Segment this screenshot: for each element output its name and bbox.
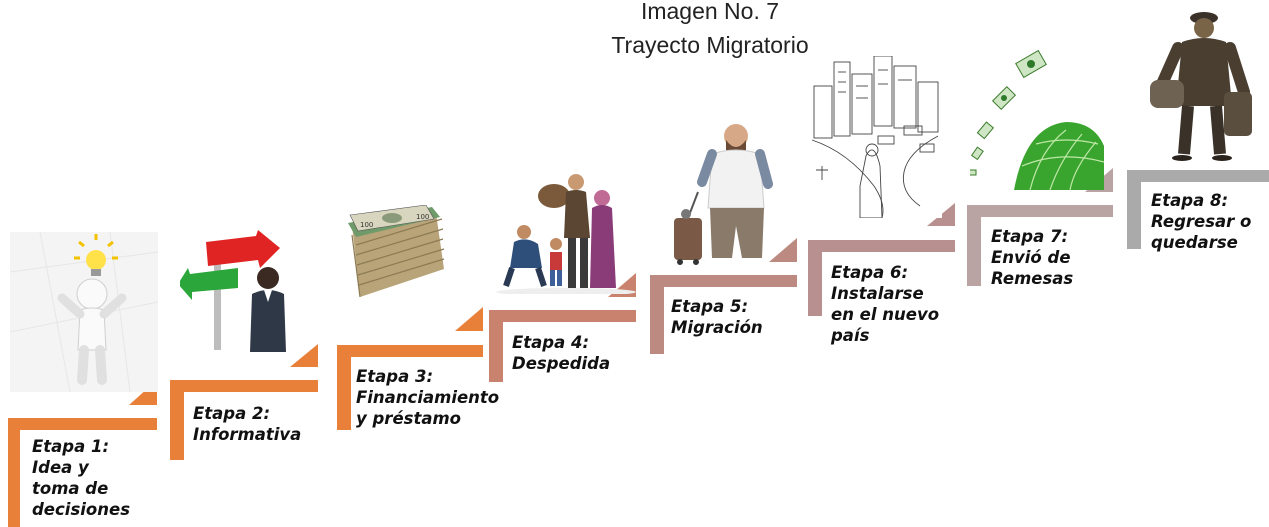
stage-2-title: Etapa 2: — [193, 404, 271, 423]
family-farewell-icon — [496, 174, 636, 294]
stair-2-bar — [170, 380, 318, 460]
stair-8-bar — [1127, 170, 1269, 249]
stage-3-title: Etapa 3: — [356, 367, 434, 386]
stage-2-label: Etapa 2: Informativa — [193, 403, 301, 445]
stage-3-text-line: Financiamiento — [356, 388, 500, 407]
stage-6-text-line: en el nuevo — [831, 305, 940, 324]
stage-4-title: Etapa 4: — [512, 333, 590, 352]
stair-6-bar — [808, 240, 955, 316]
stair-2-arrow — [290, 344, 318, 367]
stair-5-bar — [650, 275, 797, 354]
stair-3-arrow — [455, 307, 483, 331]
stage-5-label: Etapa 5: Migración — [671, 296, 763, 338]
stage-2-text-line: Informativa — [193, 425, 302, 444]
stair-5-arrow — [769, 238, 797, 262]
stage-1-label: Etapa 1: Idea y toma de decisiones — [32, 436, 130, 520]
stage-7-text-line: Remesas — [991, 269, 1074, 288]
stair-1-bar — [8, 418, 157, 527]
stair-step-5 — [650, 238, 797, 354]
stage-3-label: Etapa 3: Financiamiento y préstamo — [356, 366, 499, 429]
stair-3-bar — [337, 345, 483, 430]
stair-step-3 — [337, 307, 483, 430]
remittance-globe-icon — [970, 50, 1104, 190]
city-sketch-icon — [808, 56, 942, 218]
svg-text:100: 100 — [416, 213, 429, 221]
stage-8-title: Etapa 8: — [1151, 191, 1229, 210]
stage-5-text-line: Migración — [671, 318, 763, 337]
stage-1-text-line: Idea y — [32, 458, 89, 477]
stage-8-label: Etapa 8: Regresar o quedarse — [1151, 190, 1251, 253]
traveler-suitcase-icon — [674, 124, 773, 265]
stair-step-2 — [170, 344, 318, 460]
stair-4-bar — [489, 310, 636, 382]
stage-4-text-line: Despedida — [512, 354, 611, 373]
direction-sign-icon — [180, 230, 288, 352]
stage-3-text-line: y préstamo — [356, 409, 462, 428]
stage-6-title: Etapa 6: — [831, 263, 909, 282]
stage-6-text-line: país — [831, 326, 870, 345]
stage-5-title: Etapa 5: — [671, 297, 749, 316]
stage-7-title: Etapa 7: — [991, 227, 1069, 246]
stage-7-text-line: Envió de — [991, 248, 1071, 267]
figure-title: Imagen No. 7 Trayecto Migratorio — [560, 0, 860, 62]
stage-6-label: Etapa 6: Instalarse en el nuevo país — [831, 262, 939, 346]
lightbulb-thinker-icon — [10, 232, 158, 392]
stage-4-label: Etapa 4: Despedida — [512, 332, 610, 374]
stage-1-title: Etapa 1: — [32, 437, 110, 456]
figure-caption: Trayecto Migratorio — [611, 32, 809, 58]
stage-8-text-line: Regresar o — [1151, 212, 1252, 231]
svg-text:100: 100 — [360, 221, 373, 229]
figure-number: Imagen No. 7 — [640, 0, 780, 24]
stage-6-text-line: Instalarse — [831, 284, 924, 303]
stair-step-8 — [1127, 170, 1269, 249]
stair-7-bar — [967, 205, 1113, 286]
stage-1-text-line: toma de — [32, 479, 109, 498]
stage-8-text-line: quedarse — [1151, 233, 1238, 252]
man-with-luggage-icon — [1148, 8, 1258, 162]
stage-1-text-line: decisiones — [32, 500, 131, 519]
money-stack-icon: 100 100 — [348, 205, 445, 298]
stage-7-label: Etapa 7: Envió de Remesas — [991, 226, 1073, 289]
